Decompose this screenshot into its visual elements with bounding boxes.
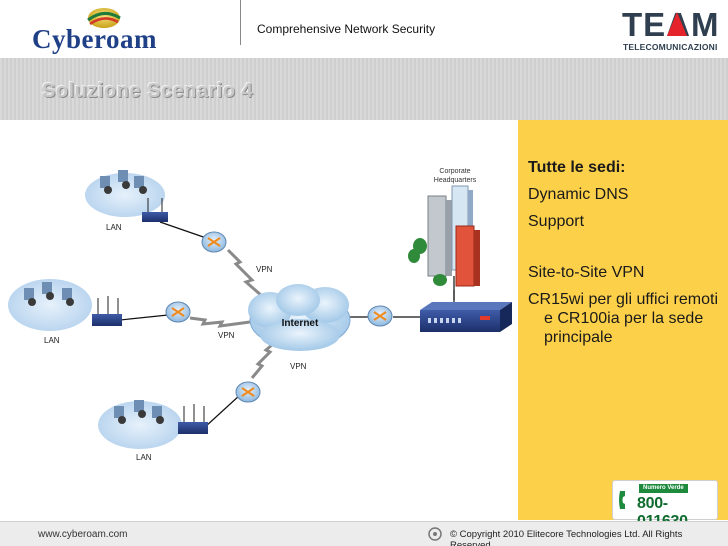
router-icon	[165, 301, 191, 323]
branch-appliance	[178, 422, 208, 434]
headquarters-building-icon	[408, 185, 480, 300]
team-logo-subtitle: TELECOMUNICAZIONI	[623, 42, 718, 52]
router-icon	[367, 305, 393, 327]
branch-appliance	[92, 314, 122, 326]
brand-name: Cyberoam	[32, 24, 157, 54]
footer: www.cyberoam.com © Copyright 2010 Elitec…	[0, 521, 728, 546]
slide-title: Soluzione Scenario 4	[42, 80, 254, 102]
internet-label: Internet	[282, 318, 319, 329]
bullet-item: Site-to-Site VPN	[528, 264, 645, 281]
header: Cyberoam Comprehensive Network Security …	[0, 0, 728, 58]
router-icon	[201, 231, 227, 253]
text-panel	[518, 120, 728, 520]
vpn-label: VPN	[218, 331, 235, 340]
vpn-tunnels	[189, 248, 281, 379]
bullet-heading: Tutte le sedi:	[528, 159, 626, 176]
lan-label: LAN	[44, 336, 60, 345]
vpn-label: VPN	[256, 265, 273, 274]
phone-icon	[619, 491, 625, 509]
internet-cloud	[248, 284, 351, 351]
cyberoam-globe-icon	[87, 8, 121, 28]
team-logo: TEAM TELECOMUNICAZIONI	[614, 6, 724, 54]
bullet-item: Support	[528, 213, 585, 230]
toll-free-badge: Numero Verde 800-011630	[612, 480, 718, 530]
router-icon	[235, 381, 261, 403]
badge-caption: Numero Verde	[639, 484, 688, 493]
header-divider	[240, 0, 241, 45]
bullet-item: CR15wi per gli uffici remoti e CR100ia p…	[528, 291, 718, 346]
lan-label: LAN	[136, 453, 152, 462]
network-diagram: Internet VPN VPN VPN	[8, 168, 512, 462]
elitecore-logo-icon	[428, 527, 442, 541]
hq-label: Headquarters	[434, 177, 477, 184]
footer-copyright: © Copyright 2010 Elitecore Technologies …	[450, 529, 683, 546]
hq-label: Corporate	[439, 168, 470, 175]
team-triangle-icon	[667, 12, 687, 36]
bullet-list: Tutte le sedi: Dynamic DNS Support Site-…	[528, 158, 723, 355]
vpn-label: VPN	[290, 362, 307, 371]
lan-label: LAN	[106, 223, 122, 232]
footer-url[interactable]: www.cyberoam.com	[38, 529, 128, 540]
branch-office-lan	[98, 400, 208, 449]
title-band	[0, 58, 728, 120]
branch-appliance	[142, 212, 168, 222]
team-logo-text: TEAM	[622, 6, 720, 43]
hq-firewall-appliance	[420, 302, 512, 332]
tagline: Comprehensive Network Security	[257, 22, 436, 36]
cyberoam-logo: Cyberoam	[18, 6, 198, 54]
bullet-item: Dynamic DNS	[528, 186, 629, 203]
branch-office-lan	[8, 279, 122, 331]
branch-office-lan	[85, 170, 168, 222]
